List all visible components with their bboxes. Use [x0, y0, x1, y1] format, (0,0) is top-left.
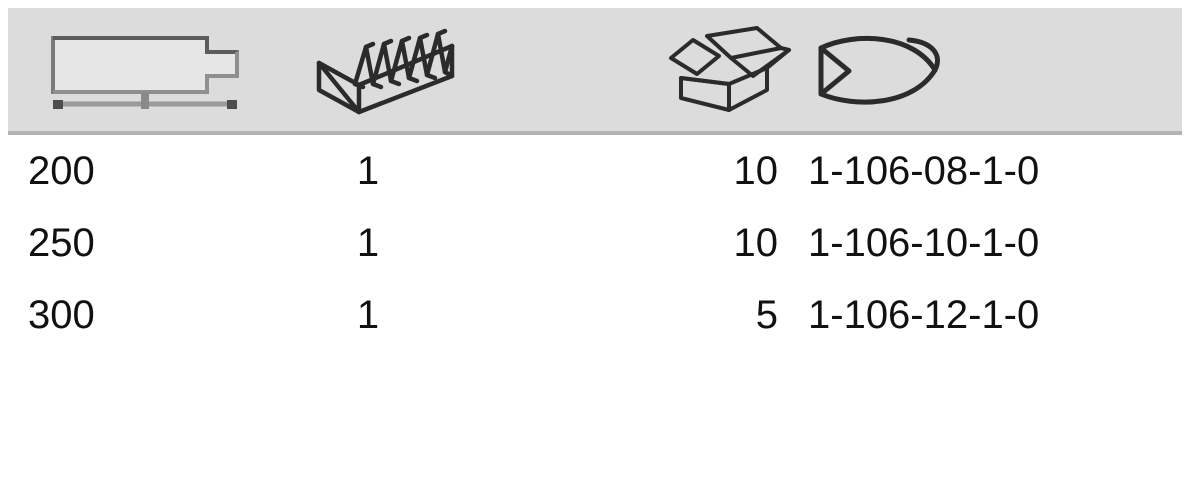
cell-length: 300 [28, 293, 95, 337]
cell-article-number: 1-106-10-1-0 [808, 221, 1040, 265]
cell-length: 200 [28, 149, 95, 193]
table-header [8, 8, 1182, 135]
column-header-teeth [286, 8, 486, 131]
fish-icon [809, 28, 959, 112]
cell-article-number: 1-106-08-1-0 [808, 149, 1040, 193]
serrated-blade-icon [311, 18, 461, 122]
cell-teeth: 1 [356, 149, 380, 193]
column-header-packaging [648, 8, 808, 131]
table-row[interactable]: 200 1 10 1-106-08-1-0 [0, 139, 1188, 211]
table-row[interactable]: 300 1 5 1-106-12-1-0 [0, 283, 1188, 355]
cell-teeth: 1 [356, 293, 380, 337]
column-header-length [8, 8, 286, 131]
cell-teeth: 1 [356, 221, 380, 265]
tool-length-dimension-icon [47, 30, 247, 110]
cell-length: 250 [28, 221, 95, 265]
cell-article-number: 1-106-12-1-0 [808, 293, 1040, 337]
table-row[interactable]: 250 1 10 1-106-10-1-0 [0, 211, 1188, 283]
cell-packaging: 5 [755, 293, 778, 337]
open-box-icon [663, 24, 793, 116]
column-header-article-number [794, 8, 974, 131]
cell-packaging: 10 [733, 221, 779, 265]
cell-packaging: 10 [733, 149, 779, 193]
table-body: 200 1 10 1-106-08-1-0 250 1 10 1-106-10-… [0, 139, 1188, 355]
